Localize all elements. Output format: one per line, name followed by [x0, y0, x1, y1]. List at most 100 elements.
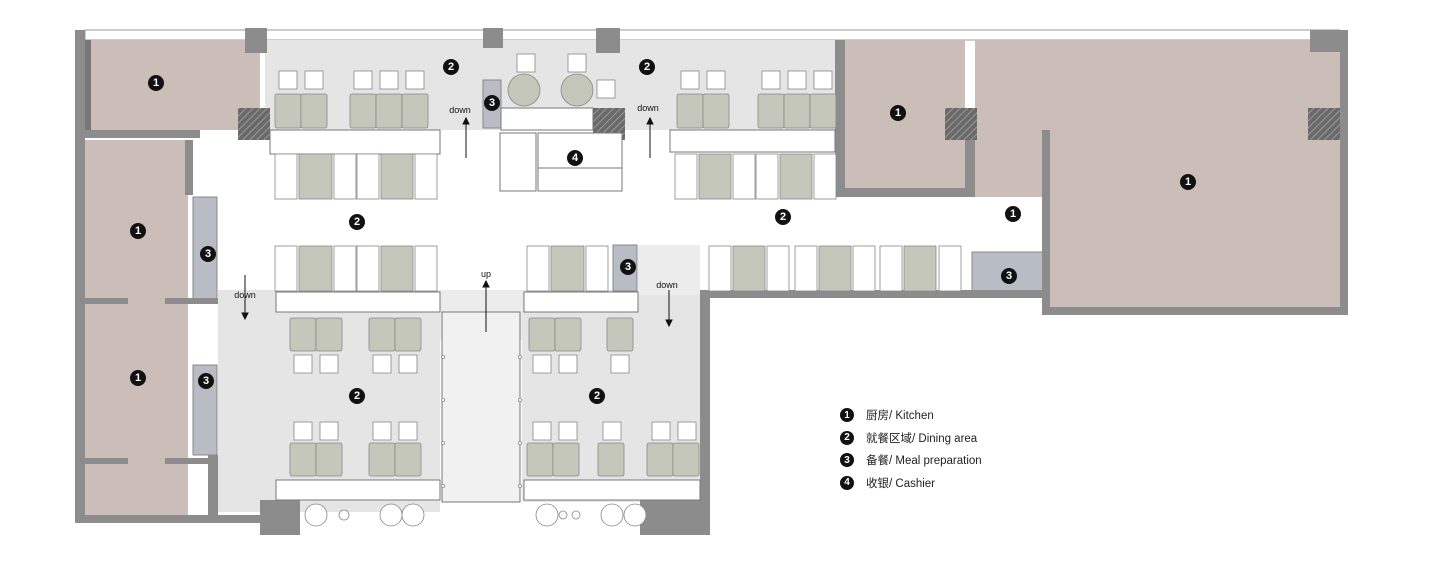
booth-seat — [755, 153, 779, 200]
booth-seat — [732, 153, 756, 200]
post — [518, 397, 523, 402]
table — [646, 442, 674, 477]
booth-seat — [274, 245, 298, 292]
booth-seat — [813, 153, 837, 200]
chair — [610, 354, 630, 374]
table — [394, 442, 422, 477]
chair — [293, 354, 313, 374]
table — [526, 442, 554, 477]
zone-marker-prep: 3 — [484, 95, 500, 111]
down-label: down — [234, 290, 256, 300]
table — [809, 93, 837, 129]
booth-seat — [938, 245, 962, 292]
booth-seat — [779, 153, 813, 200]
table — [676, 93, 704, 129]
chair — [596, 79, 616, 99]
zone-marker-dining: 2 — [349, 214, 365, 230]
table — [757, 93, 785, 129]
chair — [558, 354, 578, 374]
svg-text:1: 1 — [153, 77, 159, 89]
down-label: down — [656, 280, 678, 290]
zone-marker-kitchen: 1 — [130, 370, 146, 386]
booth-seat — [356, 153, 380, 200]
table — [606, 317, 634, 352]
table — [672, 442, 700, 477]
table — [597, 442, 625, 477]
legend-badge: 4 — [840, 475, 854, 490]
chair — [567, 53, 587, 73]
svg-text:1: 1 — [135, 225, 141, 237]
table — [528, 317, 556, 352]
chair — [353, 70, 373, 90]
svg-text:1: 1 — [895, 107, 901, 119]
post — [518, 483, 523, 488]
booth-seat — [414, 245, 438, 292]
planter — [623, 503, 647, 527]
booth-seat — [274, 153, 298, 200]
chair — [516, 53, 536, 73]
legend-badge: 3 — [840, 453, 854, 468]
svg-text:2: 2 — [354, 216, 360, 228]
planter — [558, 510, 568, 520]
svg-text:1: 1 — [1010, 208, 1016, 220]
booth-seat — [298, 153, 333, 200]
up-label: up — [481, 269, 491, 279]
zone-marker-dining: 2 — [443, 59, 459, 75]
chair — [532, 354, 552, 374]
svg-text:3: 3 — [203, 375, 209, 387]
booth-seat — [380, 245, 414, 292]
post — [518, 440, 523, 445]
zone-marker-dining: 2 — [639, 59, 655, 75]
svg-text:3: 3 — [1006, 270, 1012, 282]
booth-seat — [698, 153, 732, 200]
zone-marker-dining: 2 — [349, 388, 365, 404]
table — [554, 317, 582, 352]
table — [315, 317, 343, 352]
chair — [761, 70, 781, 90]
table — [289, 442, 317, 477]
table — [368, 442, 396, 477]
post — [440, 354, 445, 359]
round-table — [507, 73, 541, 107]
post — [440, 397, 445, 402]
legend-label: 收银/ Cashier — [866, 477, 936, 490]
booth-seat — [766, 245, 790, 292]
post — [518, 354, 523, 359]
chair — [398, 421, 418, 441]
zone-marker-prep: 3 — [620, 259, 636, 275]
zone-marker-prep: 3 — [200, 246, 216, 262]
svg-text:2: 2 — [354, 390, 360, 402]
chair — [372, 421, 392, 441]
svg-text:2: 2 — [448, 61, 454, 73]
chair — [680, 70, 700, 90]
zone-marker-cashier: 4 — [567, 150, 583, 166]
booth-seat — [794, 245, 818, 292]
counters — [269, 107, 836, 503]
booth-seat — [333, 153, 357, 200]
chair — [787, 70, 807, 90]
booth-seat — [356, 245, 380, 292]
planter — [304, 503, 328, 527]
zone-marker-kitchen: 1 — [1005, 206, 1021, 222]
booth-seat — [585, 245, 609, 292]
legend-badge: 1 — [840, 408, 854, 423]
svg-text:2: 2 — [644, 61, 650, 73]
svg-text:3: 3 — [489, 97, 495, 109]
booth-seat — [333, 245, 357, 292]
chair — [304, 70, 324, 90]
booth-seat — [298, 245, 333, 292]
planter — [338, 509, 350, 521]
zone-marker-dining: 2 — [775, 209, 791, 225]
table — [349, 93, 377, 129]
table — [368, 317, 396, 352]
planter — [600, 503, 624, 527]
booth-seat — [732, 245, 766, 292]
planter — [379, 503, 403, 527]
booth-seat — [903, 245, 937, 292]
chair — [706, 70, 726, 90]
booth-seat — [708, 245, 732, 292]
booth-seat — [380, 153, 414, 200]
chair — [405, 70, 425, 90]
chair — [319, 354, 339, 374]
